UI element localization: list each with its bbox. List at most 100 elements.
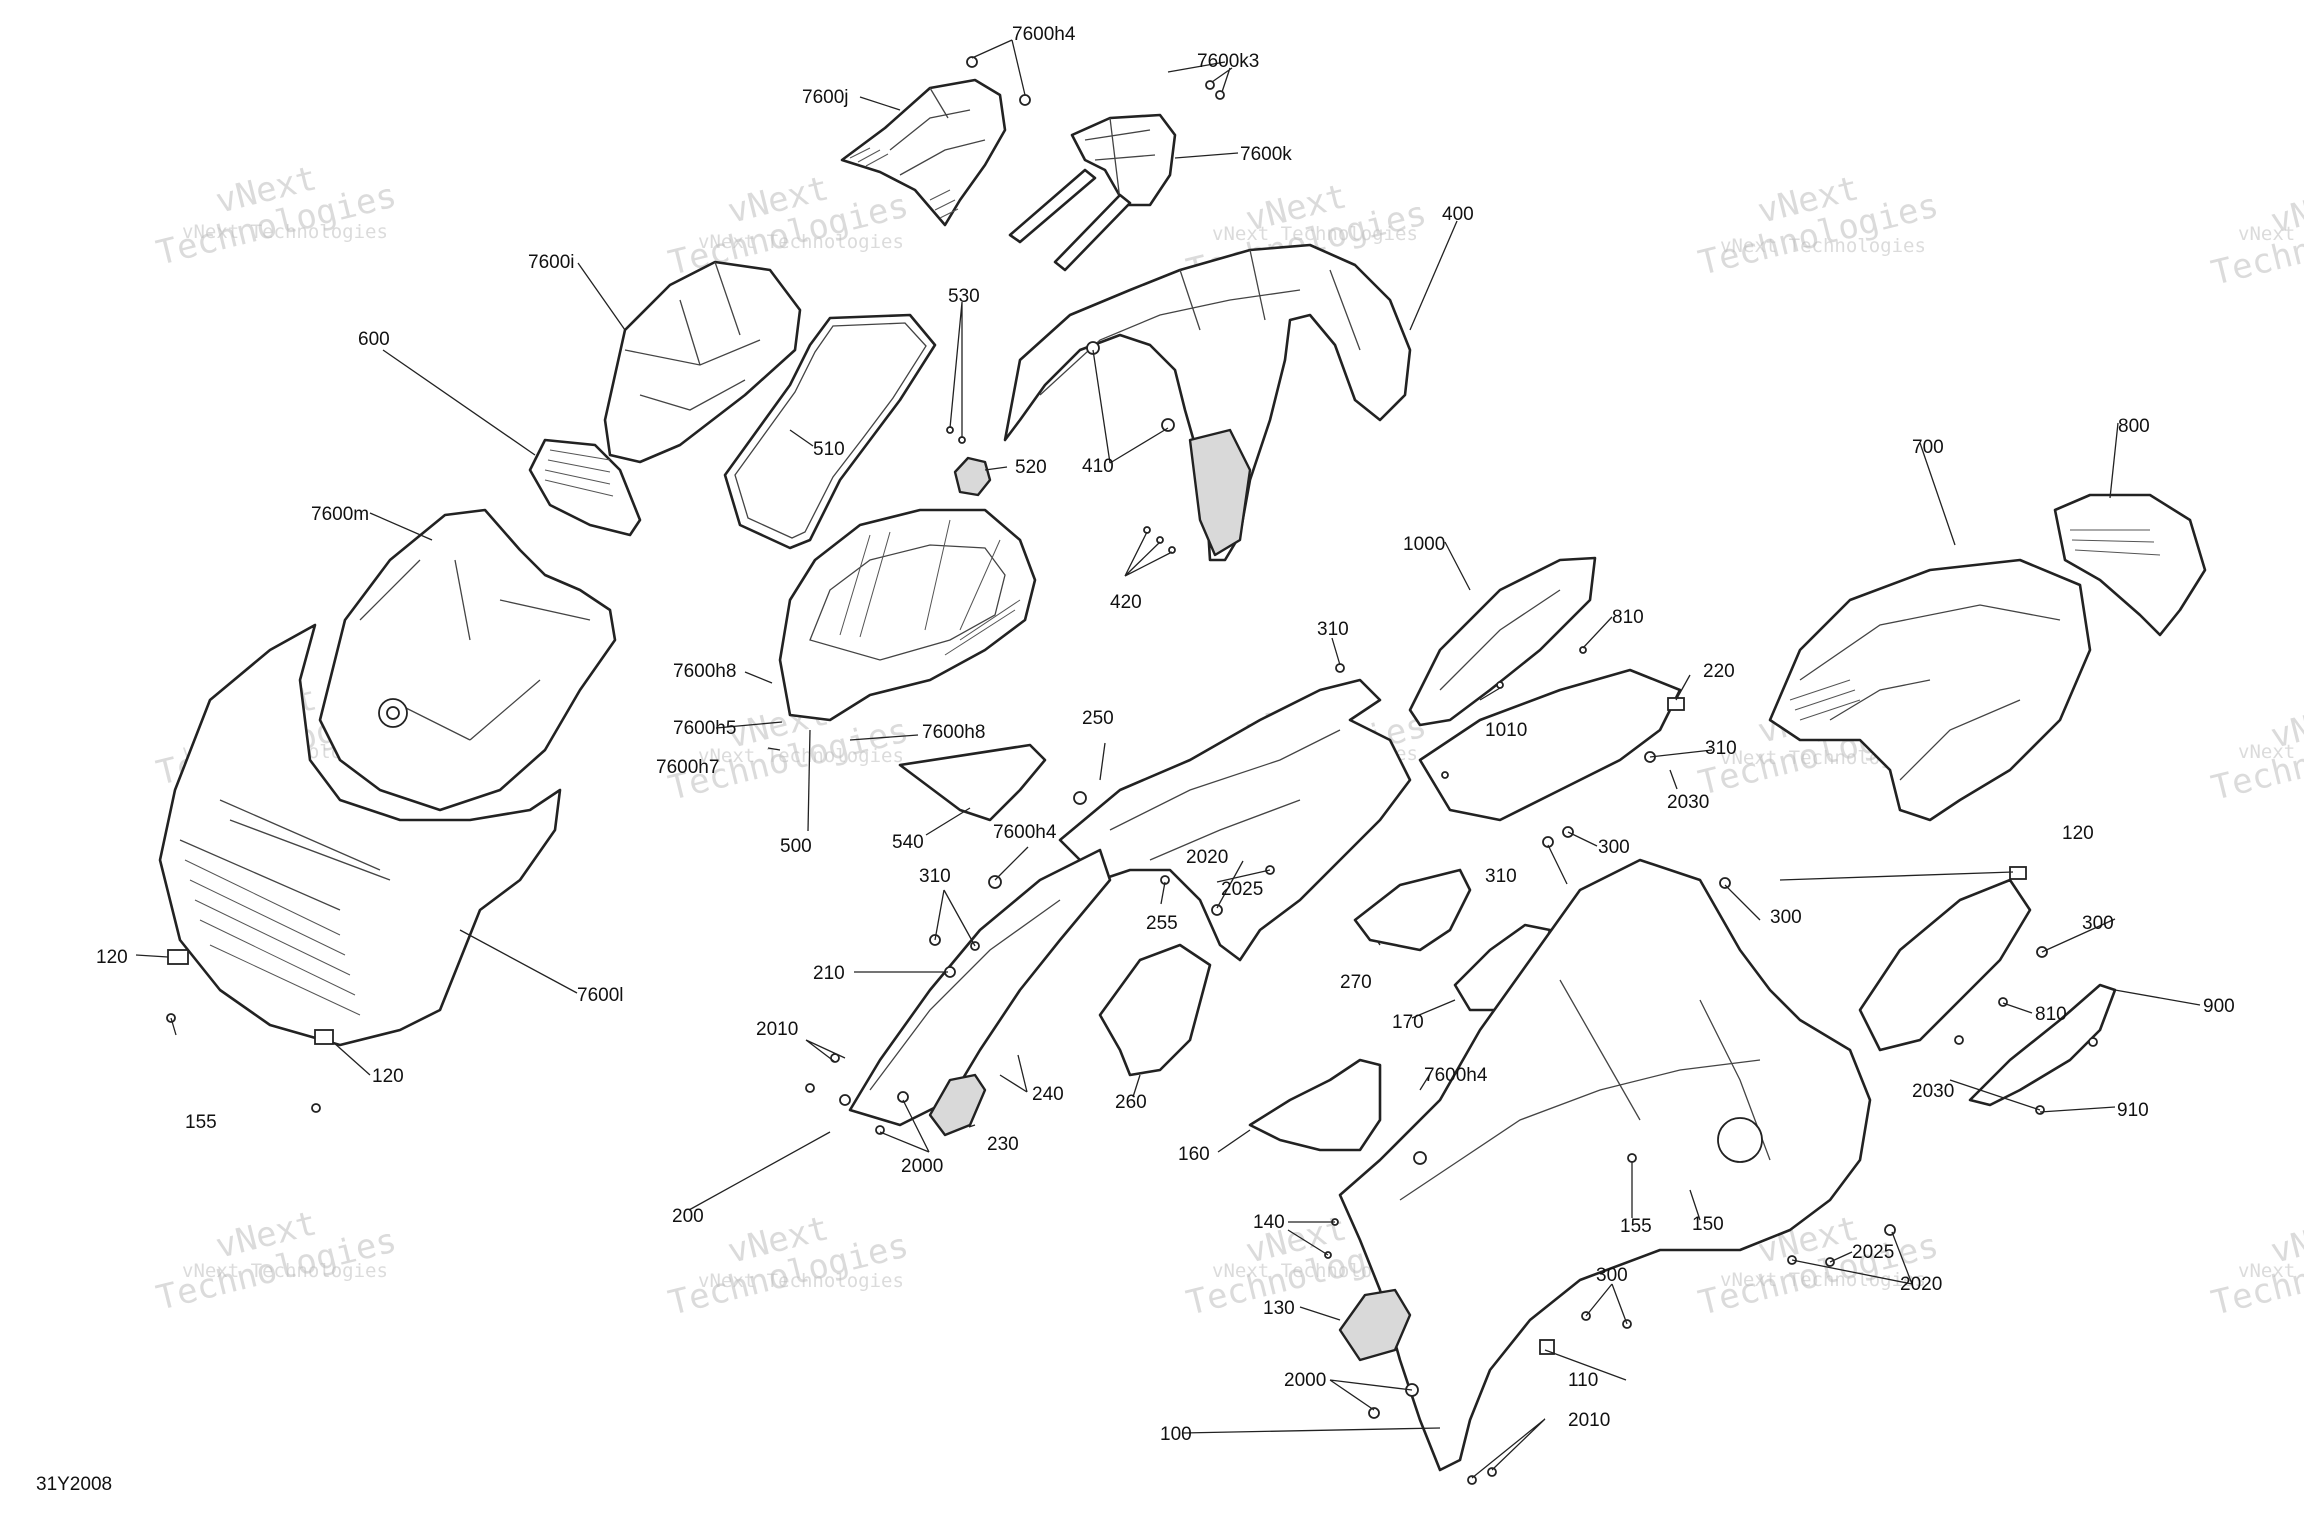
screw-icon <box>1073 791 1087 805</box>
screw-icon <box>805 1083 815 1093</box>
clip-icon <box>2009 866 2027 880</box>
screw-icon <box>1884 1224 1896 1236</box>
watermark-7: Technologies vNext <box>665 693 913 808</box>
callout-label: 7600h4 <box>1424 1065 1488 1086</box>
screw-icon <box>1954 1035 1964 1045</box>
clip-icon <box>1539 1339 1555 1355</box>
screw-icon <box>1156 536 1164 544</box>
callout-label: 230 <box>987 1134 1019 1155</box>
part-510-seal <box>723 313 937 550</box>
diagram-reference-code: 31Y2008 <box>36 1474 112 1495</box>
callout-label: 300 <box>1598 837 1630 858</box>
callout-label: 130 <box>1263 1298 1295 1319</box>
screw-icon <box>1487 1467 1497 1477</box>
leader-lines <box>135 39 2201 1479</box>
watermark-text: vNext Technologies <box>2238 741 2304 763</box>
watermark-text: vNext Technologies <box>1212 1260 1418 1282</box>
callout-label: 810 <box>1612 607 1644 628</box>
part-540-pad <box>898 743 1047 822</box>
callout-label: 7600h5 <box>673 718 736 739</box>
watermark-text: vNext Technologies <box>182 221 388 243</box>
watermark-text: vNext Technologies <box>698 1270 904 1292</box>
watermark-text: vNext Technologies <box>1212 223 1418 245</box>
screw-icon <box>1413 1151 1427 1165</box>
part-260-cover <box>1098 943 1212 1077</box>
screw-icon <box>1168 546 1176 554</box>
part-7600m-upper-fairing <box>318 508 617 812</box>
callout-label: 120 <box>96 947 128 968</box>
callout-label: 260 <box>1115 1092 1147 1113</box>
screw-icon <box>1542 836 1554 848</box>
callout-label: 7600h8 <box>673 661 736 682</box>
callout-label: 7600h4 <box>993 822 1057 843</box>
callout-label: 2020 <box>1186 847 1228 868</box>
screw-icon <box>1205 80 1215 90</box>
callout-label: 1010 <box>1485 720 1527 741</box>
screw-icon <box>2088 1037 2098 1047</box>
part-900-trim <box>1968 983 2117 1107</box>
callout-label: 7600i <box>528 252 575 273</box>
callout-label: 910 <box>2117 1100 2149 1121</box>
parts-group <box>158 56 2207 1485</box>
callout-label: 7600h4 <box>1012 24 1076 45</box>
callout-label: 110 <box>1568 1370 1598 1391</box>
callout-label: 240 <box>1032 1084 1064 1105</box>
screw-icon <box>988 875 1002 889</box>
watermark-text: vNext Technologies <box>2238 223 2304 245</box>
callout-label: 530 <box>948 286 980 307</box>
screw-icon <box>1441 771 1449 779</box>
watermark-15: Technologies vNext <box>2208 1208 2304 1323</box>
callout-label: 500 <box>780 836 812 857</box>
screw-icon <box>1211 904 1223 916</box>
callout-label: 2020 <box>1900 1274 1942 1295</box>
part-right-body-panel <box>1858 878 2032 1052</box>
screw-icon <box>1467 1475 1477 1485</box>
callout-label: 7600k <box>1240 144 1292 165</box>
part-130-bracket <box>1338 1288 1412 1362</box>
callout-label: 7600k3 <box>1197 51 1259 72</box>
callout-label: 310 <box>919 866 951 887</box>
part-800-trim <box>2053 493 2207 637</box>
part-160-mat <box>1248 1058 1382 1152</box>
watermark-text: vNext Technologies <box>2238 1260 2304 1282</box>
callout-label: 7600h7 <box>656 757 719 778</box>
callout-label: 2000 <box>901 1156 943 1177</box>
screw-icon <box>1998 997 2008 1007</box>
part-central-frame <box>1058 668 1682 962</box>
screw-icon <box>1719 877 1731 889</box>
clip-icon <box>1667 697 1685 711</box>
callout-label: 100 <box>1160 1424 1192 1445</box>
callout-label: 120 <box>372 1066 404 1087</box>
callout-label: 2010 <box>756 1019 798 1040</box>
watermark-text: vNext Technologies <box>698 745 904 767</box>
part-1000-panel <box>1408 556 1597 727</box>
watermark-4: Technologies vNext <box>1695 168 1943 283</box>
watermark-1: Technologies vNext <box>153 158 401 273</box>
callout-label: 200 <box>672 1206 704 1227</box>
part-400-fender <box>1003 243 1412 562</box>
callout-label: 2030 <box>1667 792 1709 813</box>
callout-label: 1000 <box>1403 534 1445 555</box>
screw-icon <box>1627 1153 1637 1163</box>
screw-icon <box>311 1103 321 1113</box>
callout-label: 810 <box>2035 1004 2067 1025</box>
clip-icon <box>167 949 189 965</box>
watermark-text: vNext Technologies <box>698 231 904 253</box>
callout-label: 155 <box>185 1112 217 1133</box>
callout-label: 140 <box>1253 1212 1285 1233</box>
callout-label: 600 <box>358 329 390 350</box>
screw-icon <box>1496 681 1504 689</box>
screw-icon <box>1335 663 1345 673</box>
clip-icon <box>314 1029 334 1045</box>
callout-label: 160 <box>1178 1144 1210 1165</box>
callout-label: 220 <box>1703 661 1735 682</box>
callout-label: 540 <box>892 832 924 853</box>
callout-label: 310 <box>1317 619 1349 640</box>
callout-label: 2000 <box>1284 1370 1326 1391</box>
callout-label: 2025 <box>1221 879 1263 900</box>
part-700-seat <box>1768 558 2092 822</box>
part-7600i-windscreen <box>603 260 802 464</box>
watermark-text: vNext Technologies <box>182 1260 388 1282</box>
callout-label: 300 <box>2082 913 2114 934</box>
